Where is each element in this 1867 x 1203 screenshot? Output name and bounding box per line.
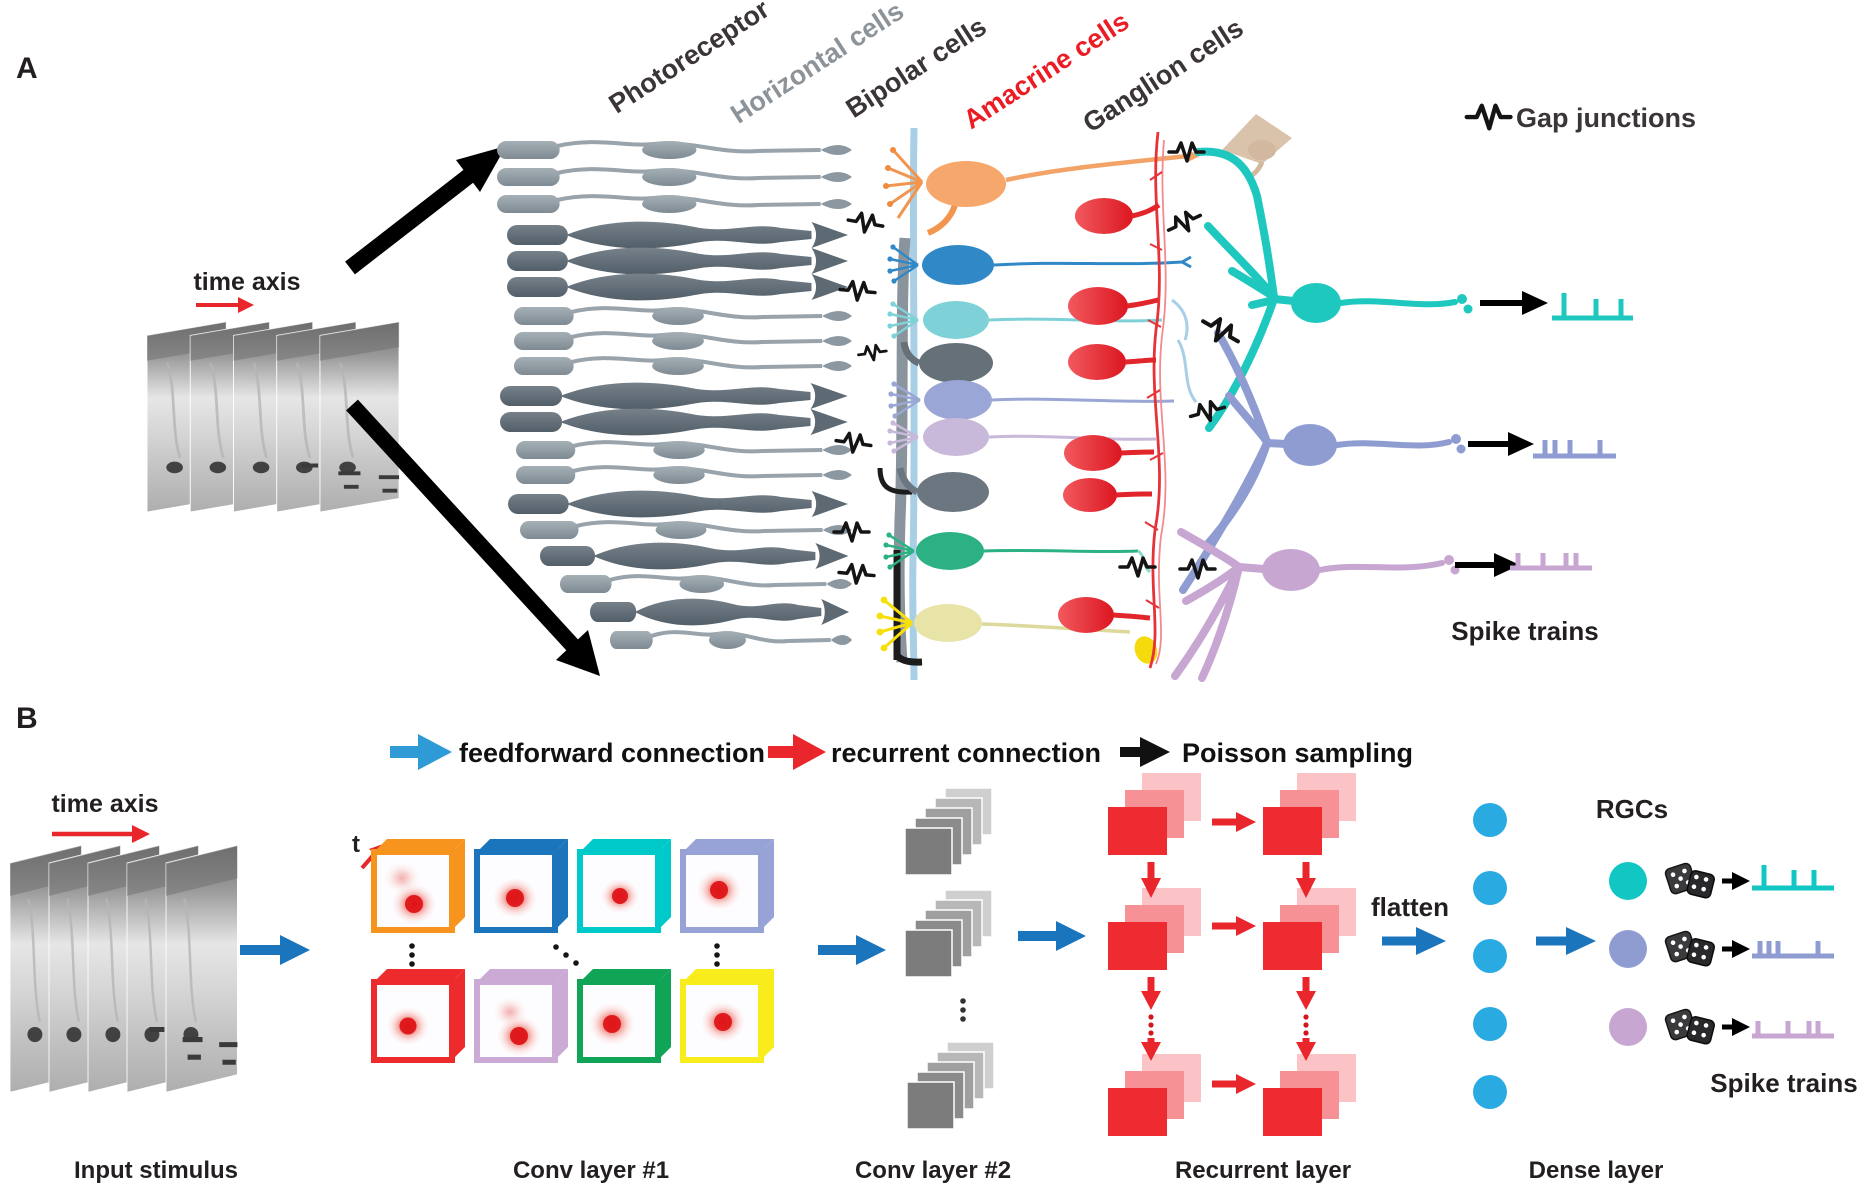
spike-train-glyph-plum-b <box>1752 1021 1834 1039</box>
dense-to-rgc-arrow <box>1536 927 1596 955</box>
gap-junction-icon <box>1467 106 1511 129</box>
recurrent-stack <box>1263 1054 1356 1136</box>
recurrent-layer <box>1108 773 1356 1136</box>
spike-train-glyph-periwinkle-b <box>1752 941 1834 959</box>
legend-poisson: Poisson sampling <box>1120 737 1413 768</box>
photoreceptor-layer <box>497 141 855 651</box>
blue-arrow-icon <box>418 734 452 770</box>
feedforward-arrow-1 <box>240 935 310 965</box>
bipolar-cell-lavender <box>887 418 1157 456</box>
panel-b-letter: B <box>16 702 38 735</box>
dice-icon <box>1664 862 1715 899</box>
conv2-feature-maps <box>904 787 995 1130</box>
horizontal-cell-soma <box>919 343 993 383</box>
label-recurrent-layer: Recurrent layer <box>1175 1157 1351 1184</box>
rgc-node-plum <box>1609 1008 1647 1046</box>
spike-train-glyph-plum-a <box>1510 553 1592 571</box>
legend-recurrent-label: recurrent connection <box>831 738 1101 768</box>
ganglion-cell-teal <box>1194 147 1473 432</box>
feature-map-stack <box>906 1041 995 1130</box>
recurrent-stack <box>1263 888 1356 970</box>
rgc-node-periwinkle <box>1609 930 1647 968</box>
conv1-filter-blue <box>474 839 568 933</box>
panel-b-spike-trains-label: Spike trains <box>1710 1068 1857 1098</box>
conv1-filter-green <box>577 969 671 1063</box>
time-axis-arrow-icon <box>52 825 150 843</box>
conv1-filter-red <box>371 969 465 1063</box>
gap-junction-legend: Gap junctions <box>1467 103 1696 133</box>
stimulus-to-retina-arrow-bottom <box>346 399 600 676</box>
label-conv-layer-2: Conv layer #2 <box>855 1157 1011 1184</box>
panel-a-time-axis-label: time axis <box>193 268 300 296</box>
recurrent-arrows <box>1141 812 1316 1094</box>
t-label: t <box>352 831 360 858</box>
recurrent-stack <box>1108 888 1201 970</box>
black-arrow-icon <box>1140 737 1170 767</box>
legend-poisson-label: Poisson sampling <box>1182 738 1413 768</box>
conv1-filter-yellow <box>680 969 774 1063</box>
ellipsis-dots-icon <box>960 998 966 1022</box>
ellipsis-dots-icon <box>409 943 720 967</box>
label-conv-layer-1: Conv layer #1 <box>513 1157 669 1184</box>
bipolar-cell-blue <box>887 244 1192 285</box>
dense-layer-nodes <box>1473 803 1507 1109</box>
amacrine-cell-layer <box>1058 131 1198 669</box>
bipolar-cell-green <box>883 532 1152 574</box>
input-stimulus-stack-a <box>145 320 401 514</box>
amacrine-cell-displaced-tan <box>1222 114 1292 181</box>
ganglion-cell-periwinkle <box>1179 329 1466 594</box>
panel-a-letter: A <box>16 52 38 85</box>
conv1-filter-lavender <box>474 969 568 1063</box>
dice-icon <box>1664 930 1715 967</box>
bipolar-cell-yellow <box>876 596 1158 664</box>
legend-feedforward-label: feedforward connection <box>459 738 765 768</box>
conv1-filter-periwinkle <box>680 839 774 933</box>
spike-train-glyph-teal-b <box>1752 865 1834 891</box>
bipolar-cell-orange <box>883 147 1200 236</box>
ganglion-cell-plum <box>1171 528 1460 682</box>
recurrent-stack <box>1108 1054 1201 1136</box>
recurrent-stack <box>1108 773 1201 855</box>
flatten-label: flatten <box>1371 892 1449 922</box>
rgcs-label: RGCs <box>1596 794 1668 824</box>
legend-recurrent: recurrent connection <box>768 734 1101 770</box>
dice-icon <box>1664 1008 1715 1045</box>
feature-map-stack <box>904 889 993 978</box>
panel-b-time-axis-label: time axis <box>51 790 158 818</box>
panel-b: B feedforward connection recurrent conne… <box>8 702 1858 1184</box>
label-input-stimulus: Input stimulus <box>74 1157 238 1184</box>
bipolar-cell-periwinkle <box>888 380 1175 420</box>
red-arrow-icon <box>793 734 826 770</box>
feature-map-stack <box>904 787 993 876</box>
horizontal-cell-network <box>877 127 993 681</box>
horizontal-cell-soma <box>917 472 989 512</box>
conv1-filter-cyan <box>577 839 671 933</box>
panel-a-spike-trains-label: Spike trains <box>1451 616 1598 646</box>
label-dense-layer: Dense layer <box>1529 1157 1664 1184</box>
spike-train-glyph-teal-a <box>1552 293 1633 321</box>
stimulus-to-retina-arrow-top <box>345 146 506 275</box>
label-gap-junctions: Gap junctions <box>1516 103 1696 133</box>
time-axis-arrow-icon <box>196 297 254 313</box>
legend-feedforward: feedforward connection <box>390 734 765 770</box>
feedforward-arrow-3 <box>1018 921 1086 951</box>
poisson-arrow-icon <box>1455 291 1548 577</box>
spike-train-glyph-periwinkle-a <box>1533 440 1616 459</box>
recurrent-stack <box>1263 773 1356 855</box>
conv1-filter-orange <box>371 839 465 933</box>
input-stimulus-stack-b <box>8 843 240 1095</box>
rgc-node-teal <box>1609 862 1647 900</box>
panel-a: A time axis Photoreceptor Horizontal cel… <box>16 0 1696 682</box>
flatten-arrow-icon <box>1382 927 1446 955</box>
conv1-filters: t <box>352 831 774 1063</box>
feedforward-arrow-2 <box>818 935 886 965</box>
poisson-arrow-icon <box>1722 872 1750 1036</box>
